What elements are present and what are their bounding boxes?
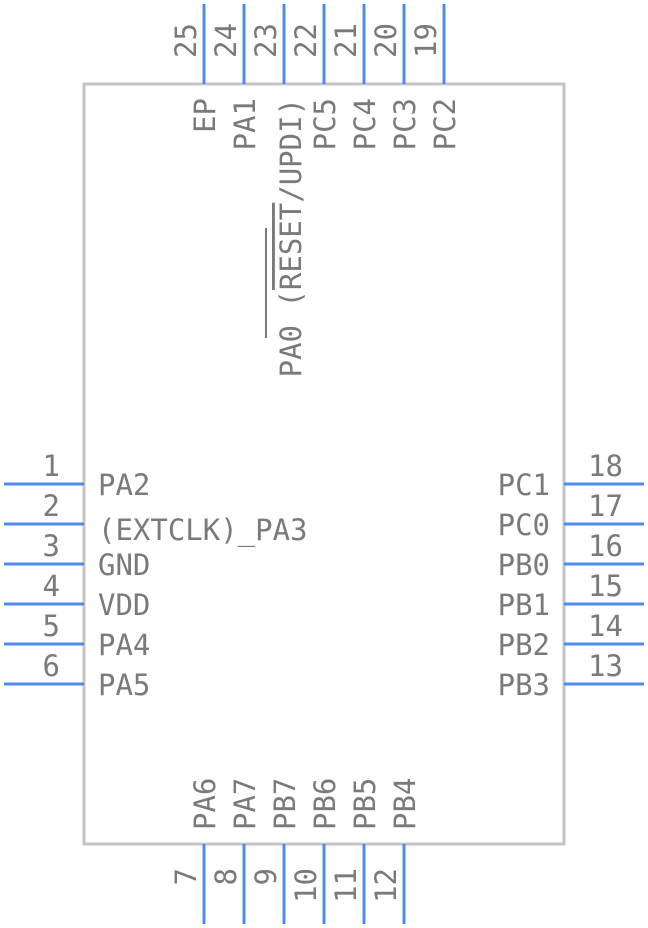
pin-number-16: 16 bbox=[588, 529, 623, 563]
pin-number-10: 10 bbox=[289, 868, 323, 903]
pin-number-22: 22 bbox=[289, 23, 323, 58]
pin-label-pa1: PA1 bbox=[228, 98, 262, 150]
pin-number-15: 15 bbox=[588, 569, 623, 603]
pin-label-pc5: PC5 bbox=[308, 98, 342, 150]
pin-label-pb2: PB2 bbox=[498, 628, 550, 662]
right-pins: 18 17 16 15 14 13 PC1 PC0 PB0 PB1 PB2 PB… bbox=[498, 449, 644, 702]
pin-number-24: 24 bbox=[209, 23, 243, 58]
pin-number-2: 2 bbox=[43, 489, 60, 523]
pin-number-5: 5 bbox=[43, 609, 60, 643]
pin-label-pc1: PC1 bbox=[498, 468, 550, 502]
pin-number-1: 1 bbox=[43, 449, 60, 483]
pin-number-11: 11 bbox=[329, 868, 363, 903]
pin-label-pb1: PB1 bbox=[498, 588, 550, 622]
pin-number-23: 23 bbox=[249, 23, 283, 58]
pa0-label-suffix: /UPDI) bbox=[274, 98, 308, 203]
pin-label-pb7: PB7 bbox=[268, 778, 302, 830]
pin-number-12: 12 bbox=[369, 868, 403, 903]
pin-number-7: 7 bbox=[169, 868, 203, 885]
pin-label-pb4: PB4 bbox=[388, 778, 422, 830]
pin-label-ep: EP bbox=[188, 98, 222, 133]
top-pins: 25 24 23 22 21 20 19 EP PA1 PA0 (RESET/U… bbox=[169, 4, 462, 377]
pin-label-pa4: PA4 bbox=[98, 628, 150, 662]
pin-label-pa0-reset-updi: PA0 (RESET/UPDI) bbox=[274, 98, 308, 377]
pin-number-3: 3 bbox=[43, 529, 60, 563]
pin-label-pc3: PC3 bbox=[388, 98, 422, 150]
pin-number-20: 20 bbox=[369, 23, 403, 58]
pin-number-18: 18 bbox=[588, 449, 623, 483]
pin-label-pb5: PB5 bbox=[348, 778, 382, 830]
reset-overline-text: RESET bbox=[274, 203, 308, 290]
chip-body bbox=[82, 82, 566, 846]
pin-number-8: 8 bbox=[209, 868, 243, 885]
pin-number-9: 9 bbox=[249, 868, 283, 885]
pin-label-pc0: PC0 bbox=[498, 508, 550, 542]
pin-label-extclk-pa3: (EXTCLK)_PA3 bbox=[98, 513, 308, 548]
pin-label-pa7: PA7 bbox=[228, 778, 262, 830]
pin-label-pb6: PB6 bbox=[308, 778, 342, 830]
pin-label-gnd: GND bbox=[98, 548, 150, 582]
pin-label-pb0: PB0 bbox=[498, 548, 550, 582]
pin-label-pc2: PC2 bbox=[428, 98, 462, 150]
bottom-pins: 7 8 9 10 11 12 PA6 PA7 PB7 PB6 PB5 PB4 bbox=[169, 778, 422, 924]
pin-label-pc4: PC4 bbox=[348, 98, 382, 150]
pin-number-14: 14 bbox=[588, 609, 623, 643]
pin-label-pa5: PA5 bbox=[98, 668, 150, 702]
pin-number-21: 21 bbox=[329, 23, 363, 58]
pin-number-6: 6 bbox=[43, 649, 60, 683]
pa0-label-prefix: PA0 ( bbox=[274, 290, 308, 377]
pin-number-4: 4 bbox=[43, 569, 60, 603]
pin-label-vdd: VDD bbox=[98, 588, 150, 622]
pin-number-17: 17 bbox=[588, 489, 623, 523]
pin-label-pa6: PA6 bbox=[188, 778, 222, 830]
pin-number-19: 19 bbox=[409, 23, 443, 58]
pin-number-25: 25 bbox=[169, 23, 203, 58]
pin-number-13: 13 bbox=[588, 649, 623, 683]
pin-label-pa2: PA2 bbox=[98, 468, 150, 502]
pin-label-pb3: PB3 bbox=[498, 668, 550, 702]
left-pins: 1 2 3 4 5 6 PA2 (EXTCLK)_PA3 GND VDD PA4… bbox=[4, 449, 308, 702]
